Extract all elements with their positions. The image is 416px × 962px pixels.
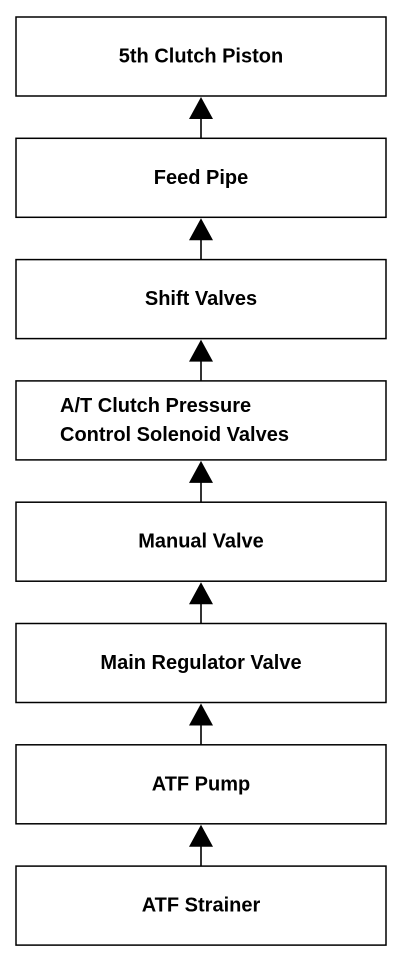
arrow-head [189,824,213,847]
arrow-head [189,339,213,362]
stage-label: Feed Pipe [154,167,248,189]
stage-boxes: ATF Strainer ATF Pump Main Regulator Valve… [15,16,387,946]
arrow-head [189,218,213,241]
flow-arrow [189,218,213,260]
arrow-head [189,703,213,726]
stage-5th-clutch-piston: 5th Clutch Piston [15,16,387,97]
flow-arrow [189,824,213,867]
stage-label: ATF Pump [152,773,251,795]
flow-arrow [189,97,213,139]
stage-label: Control Solenoid Valves [60,424,289,446]
stage-box [15,865,387,946]
stage-atf-strainer: ATF Strainer [15,865,387,946]
stage-label: Manual Valve [138,531,264,553]
stage-box [15,258,387,340]
flow-arrows [189,97,213,867]
stage-box [15,137,387,219]
flow-arrow [189,460,213,503]
stage-label: 5th Clutch Piston [119,46,283,68]
stage-box [15,16,387,97]
stage-label: Main Regulator Valve [100,652,301,674]
arrow-head [189,582,213,605]
stage-box [15,380,387,461]
flow-arrow [189,339,213,381]
stage-atf-pump: ATF Pump [15,744,387,825]
stage-feed-pipe: Feed Pipe [15,137,387,219]
flow-arrow [189,582,213,624]
arrow-head [189,97,213,119]
stage-label: Shift Valves [145,288,257,310]
arrow-head [189,460,213,483]
stage-manual-valve: Manual Valve [15,501,387,582]
stage-label: A/T Clutch Pressure [60,395,251,417]
stage-label: ATF Strainer [142,895,261,917]
flow-arrow [189,703,213,745]
stage-shift-valves: Shift Valves [15,258,387,340]
stage-box [15,622,387,704]
stage-box [15,744,387,825]
stage-main-regulator-valve: Main Regulator Valve [15,622,387,704]
